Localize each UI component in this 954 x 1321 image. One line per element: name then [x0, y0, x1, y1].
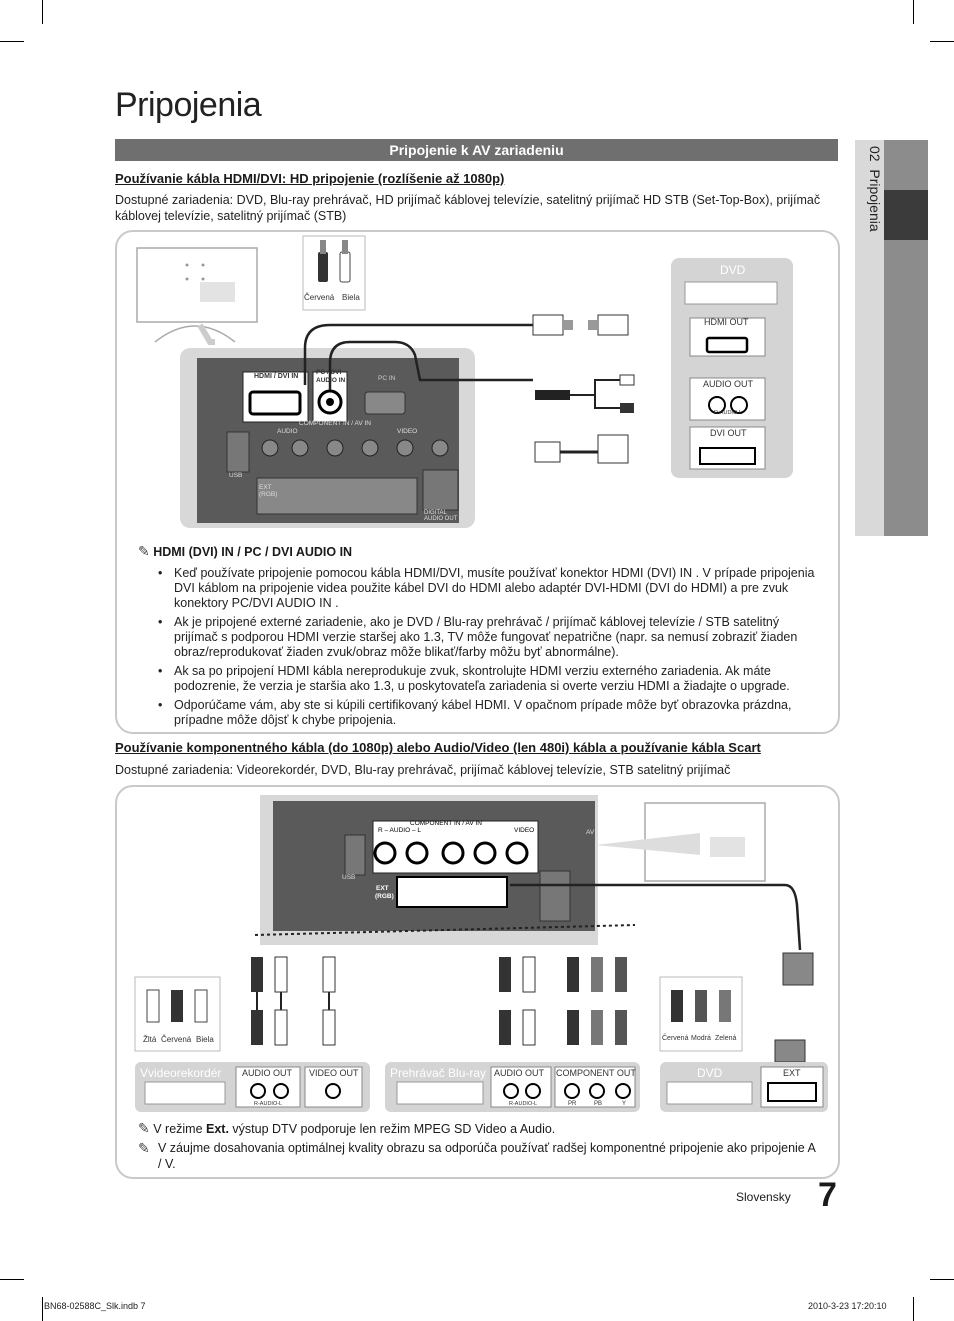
vcr-audio-sub: R-AUDIO-L	[254, 1101, 283, 1107]
bullet-text: Ak je pripojené externé zariadenie, ako …	[174, 615, 798, 659]
dvd-audio-sub: R-AUDIO-L	[714, 410, 743, 416]
bluray-pr: PR	[568, 1101, 577, 1107]
legend-right-2: Modrá	[691, 1035, 711, 1042]
legend-left-3: Biela	[196, 1035, 214, 1044]
note-icon: ✎	[138, 1140, 150, 1156]
cable-white-label: Biela	[342, 293, 360, 302]
side-tab	[855, 140, 884, 536]
component-devices: Dostupné zariadenia: Videorekordér, DVD,…	[115, 763, 731, 777]
side-tab-marker	[884, 190, 928, 240]
comp-dvd-ext: EXT	[783, 1068, 801, 1078]
tv-outline	[136, 247, 258, 323]
legend-left-1: Žltá	[143, 1035, 157, 1044]
list-item: •Ak je pripojené externé zariadenie, ako…	[158, 615, 818, 660]
port-audio-label: AUDIO	[277, 428, 298, 435]
comp-dvd-label: DVD	[697, 1066, 723, 1080]
crop-mark	[0, 41, 24, 42]
page-title: Pripojenia	[115, 86, 262, 124]
hdmi-bullet-list: •Keď používate pripojenie pomocou kábla …	[158, 566, 818, 728]
hdmi-heading: Používanie kábla HDMI/DVI: HD pripojenie…	[115, 171, 505, 186]
crop-mark	[42, 1297, 43, 1321]
bullet-text: Ak sa po pripojení HDMI kábla nereproduk…	[174, 664, 790, 693]
cable-red-label: Červená	[304, 293, 335, 302]
footer-file: BN68-02588C_Slk.indb 7	[44, 1301, 146, 1311]
hdmi-port	[248, 390, 302, 416]
hdmi-plug-right	[597, 314, 629, 336]
vcr-label: Vvideorekordér	[140, 1066, 222, 1080]
comp-note-2: ✎ V záujme dosahovania optimálnej kvalit…	[138, 1140, 818, 1172]
port-component-label: COMPONENT IN / AV IN	[299, 420, 371, 427]
list-item: •Odporúčame vám, aby ste si kúpili certi…	[158, 698, 818, 728]
comp-port-ext-2: (RGB)	[375, 893, 394, 900]
tv-panel	[200, 282, 235, 302]
note-icon: ✎	[138, 543, 150, 559]
hdmi-note-title: HDMI (DVI) IN / PC / DVI AUDIO IN	[153, 545, 353, 559]
dvd-label: DVD	[720, 263, 746, 277]
port-pc-label: PC IN	[378, 375, 396, 382]
bluray-audio-sub: R-AUDIO-L	[509, 1101, 538, 1107]
crop-mark	[930, 1279, 954, 1280]
dvd-dvi-out: DVI OUT	[710, 428, 747, 438]
dvd-hdmi-out: HDMI OUT	[704, 317, 749, 327]
note-2-text: V záujme dosahovania optimálnej kvality …	[158, 1141, 816, 1171]
note-icon: ✎	[138, 1120, 150, 1136]
note-1-mode: Ext.	[206, 1122, 229, 1136]
footer-date: 2010-3-23 17:20:10	[808, 1301, 887, 1311]
comp-port-av: AV	[586, 829, 595, 836]
component-diagram	[134, 795, 828, 1112]
hdmi-devices: Dostupné zariadenia: DVD, Blu-ray prehrá…	[115, 193, 821, 223]
bluray-audio-out: AUDIO OUT	[494, 1068, 545, 1078]
component-heading: Používanie komponentného kábla (do 1080p…	[115, 740, 761, 755]
port-pc-audio-label-2: AUDIO IN	[316, 377, 346, 384]
section-bar: Pripojenie k AV zariadeniu	[115, 139, 838, 161]
bluray-y: Y	[622, 1101, 627, 1107]
dvd-audio-out: AUDIO OUT	[703, 379, 754, 389]
legend-left-2: Červená	[161, 1035, 192, 1044]
vcr-video-out: VIDEO OUT	[309, 1068, 359, 1078]
list-item: •Ak sa po pripojení HDMI kábla nereprodu…	[158, 664, 818, 694]
comp-note-1: ✎ V režime Ext. výstup DTV podporuje len…	[138, 1120, 818, 1137]
comp-port-usb: USB	[342, 874, 356, 881]
list-item: •Keď používate pripojenie pomocou kábla …	[158, 566, 818, 611]
hdmi-plug-left	[532, 314, 564, 336]
right-plugs	[499, 956, 627, 1046]
port-digital-label: DIGITAL AUDIO OUT	[424, 510, 458, 522]
crop-mark	[913, 0, 914, 24]
crop-mark	[42, 0, 43, 24]
dvi-plug	[597, 434, 629, 464]
comp-port-ext-1: EXT	[376, 885, 389, 892]
language-label: Slovensky	[736, 1190, 791, 1204]
hdmi-diagram	[136, 235, 793, 528]
bluray-component-out: COMPONENT OUT	[556, 1068, 636, 1078]
note-1-part-a: V režime	[153, 1122, 207, 1136]
page-number: 7	[818, 1176, 837, 1214]
hdmi-note-title-row: ✎ HDMI (DVI) IN / PC / DVI AUDIO IN	[138, 543, 352, 560]
side-tab-text: Pripojenia	[867, 169, 883, 232]
port-pc-audio-label-1: PC / DVI	[316, 369, 342, 376]
comp-port-video: VIDEO	[514, 827, 535, 834]
crop-mark	[930, 41, 954, 42]
crop-mark	[913, 1297, 914, 1321]
side-tab-number: 02	[867, 146, 883, 162]
bullet-text: Odporúčame vám, aby ste si kúpili certif…	[174, 698, 792, 727]
vcr-audio-out: AUDIO OUT	[242, 1068, 293, 1078]
legend-right-1: Červená	[662, 1035, 689, 1042]
legend-right-3: Zelená	[715, 1035, 737, 1042]
port-video-label: VIDEO	[397, 428, 418, 435]
port-ext-label: EXT (RGB)	[259, 484, 278, 498]
bullet-text: Keď používate pripojenie pomocou kábla H…	[174, 566, 815, 610]
dvd-panel	[671, 258, 793, 478]
bluray-label: Prehrávač Blu-ray	[390, 1066, 487, 1080]
port-hdmi-label: HDMI / DVI IN	[254, 373, 299, 380]
comp-port-component: COMPONENT IN / AV IN	[410, 820, 482, 827]
note-1-part-c: výstup DTV podporuje len režim MPEG SD V…	[228, 1122, 556, 1136]
port-usb-label: USB	[229, 472, 243, 479]
comp-port-audio: R – AUDIO – L	[378, 827, 421, 834]
crop-mark	[0, 1279, 24, 1280]
bluray-pb: PB	[594, 1101, 603, 1107]
side-tab-label: 02 Pripojenia	[856, 146, 883, 346]
left-plugs	[251, 956, 336, 1046]
